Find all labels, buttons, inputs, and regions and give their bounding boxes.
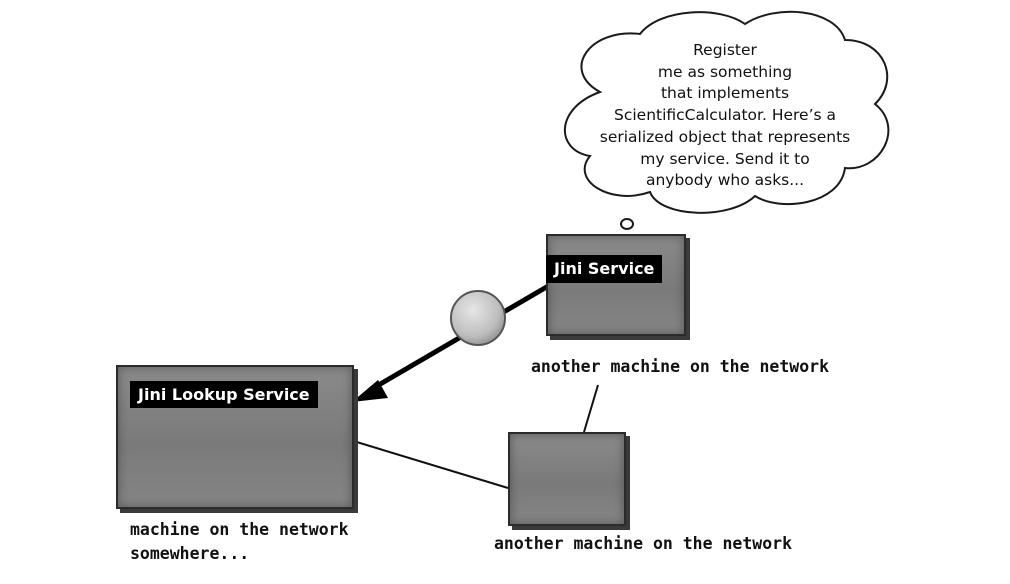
thought-bubble-text: Register me as something that implements… bbox=[580, 40, 870, 192]
network-link-lookup-to-machine bbox=[349, 439, 509, 489]
bubble-line: serialized object that represents bbox=[599, 127, 851, 146]
bubble-line: ScientificCalculator. Here’s a bbox=[613, 106, 837, 125]
jini-service-title: Jini Service bbox=[546, 255, 663, 283]
bubble-line: Register bbox=[693, 41, 757, 59]
lookup-caption-line-1: machine on the network bbox=[130, 520, 349, 539]
registration-arrow-head bbox=[352, 380, 388, 402]
bubble-line: me as something bbox=[657, 62, 793, 81]
thought-bubble-cloud bbox=[564, 10, 890, 214]
other-network-machine bbox=[508, 432, 626, 526]
other-machine-caption: another machine on the network bbox=[494, 534, 793, 553]
network-link-service-to-machine bbox=[583, 384, 599, 433]
serialized-object-ball bbox=[450, 290, 506, 346]
jini-service-machine bbox=[546, 234, 686, 336]
bubble-line: anybody who asks... bbox=[645, 171, 805, 190]
jini-service-caption: another machine on the network bbox=[531, 357, 830, 376]
lookup-caption-line-2: somewhere... bbox=[130, 544, 250, 563]
lookup-service-title: Jini Lookup Service bbox=[130, 381, 318, 408]
bubble-line: my service. Send it to bbox=[640, 149, 810, 168]
bubble-line: that implements bbox=[660, 84, 790, 103]
lookup-machine-caption: machine on the network somewhere... bbox=[130, 518, 349, 566]
thought-dot-large bbox=[620, 218, 634, 230]
